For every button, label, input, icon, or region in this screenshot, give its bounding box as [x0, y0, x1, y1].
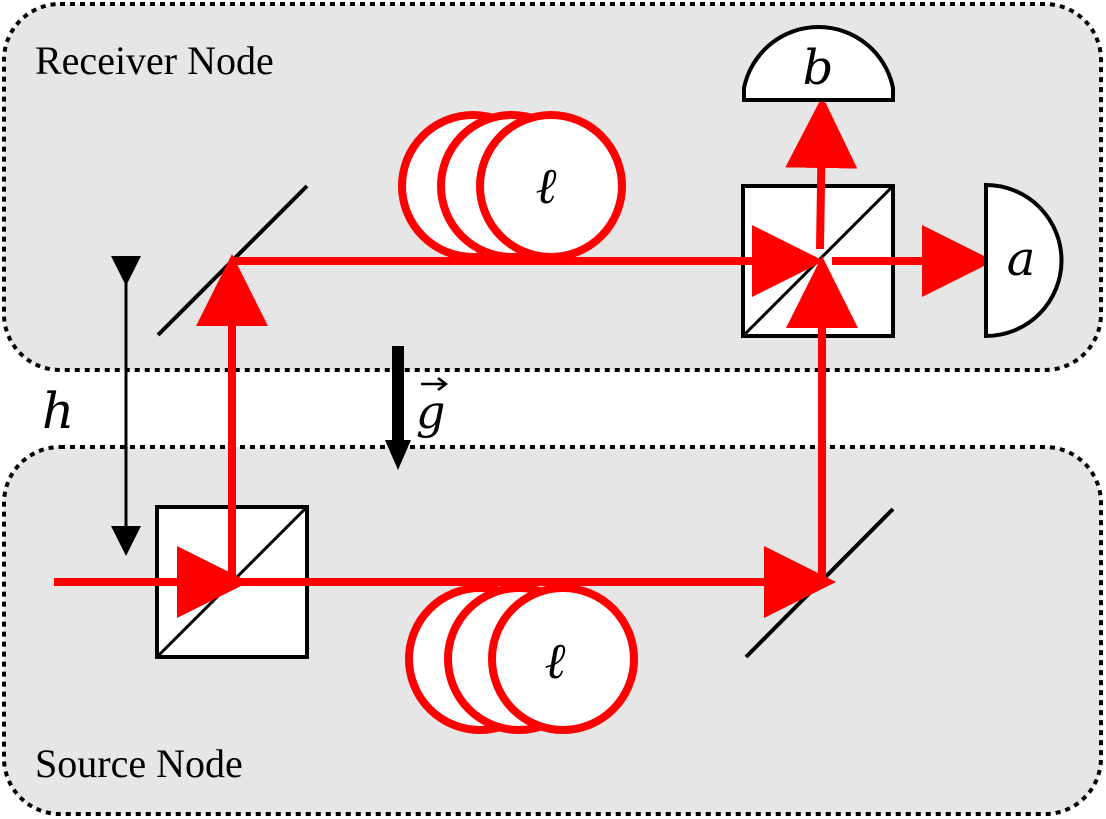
receiver-node-label: Receiver Node	[35, 38, 274, 83]
beam-paths	[54, 96, 994, 618]
source-node-label: Source Node	[35, 741, 243, 786]
bottom-fiber-spool	[405, 584, 638, 734]
top-fiber-spool	[398, 111, 626, 261]
detector-b-label: b	[803, 40, 834, 96]
bottom-fiber-length-label: ℓ	[545, 632, 566, 690]
output-beam-b	[785, 96, 858, 250]
height-label: h	[42, 382, 74, 440]
gravity-arrow-icon	[385, 346, 411, 470]
detector-a	[984, 182, 1064, 339]
detector-b	[742, 25, 895, 102]
detector-a-label: a	[1007, 231, 1036, 287]
svg-text:g: g	[416, 385, 445, 439]
top-fiber-length-label: ℓ	[536, 157, 557, 215]
gravity-label: g	[416, 377, 449, 439]
